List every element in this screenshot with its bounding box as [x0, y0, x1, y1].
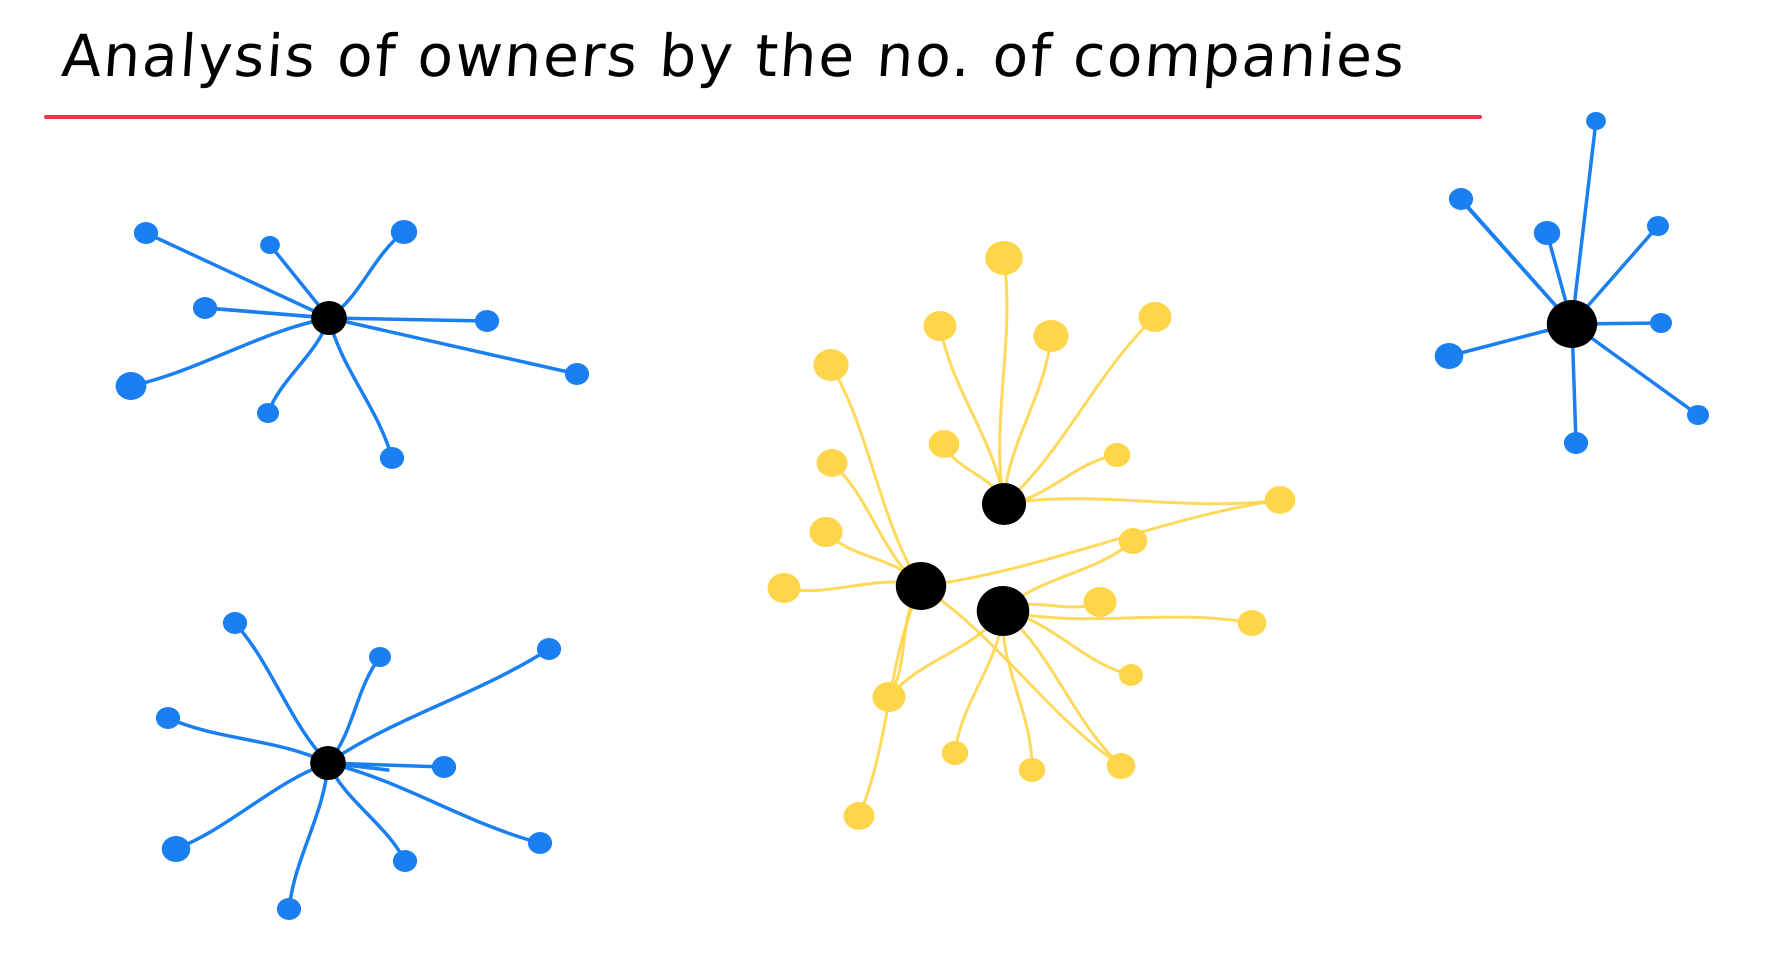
owner-node [1546, 300, 1598, 348]
ownership-link [326, 647, 551, 765]
ownership-link [326, 761, 407, 863]
ownership-link [1002, 315, 1157, 506]
cluster-top-right [1434, 112, 1709, 454]
company-node [1434, 343, 1464, 369]
ownership-link [233, 621, 330, 765]
ownership-link [1001, 609, 1123, 768]
company-node [474, 310, 500, 332]
company-node [985, 241, 1023, 275]
company-node [431, 756, 457, 778]
ownership-link [129, 316, 331, 388]
company-node [392, 850, 418, 872]
ownership-link [1570, 322, 1700, 417]
cluster-top-right-links [1447, 119, 1700, 445]
ownership-link [1458, 197, 1574, 326]
company-node [767, 573, 801, 603]
cluster-center-companies [767, 241, 1296, 830]
company-node [379, 447, 405, 469]
company-node [1448, 188, 1474, 210]
company-node [115, 372, 147, 400]
company-node [1106, 753, 1136, 779]
company-node [1586, 112, 1606, 130]
company-node [133, 222, 159, 244]
company-node [390, 220, 418, 244]
cluster-top-right-owners [1546, 300, 1598, 348]
ownership-link [205, 306, 331, 320]
company-node [1650, 313, 1672, 333]
owner-node [895, 562, 947, 610]
ownership-link [919, 584, 1123, 768]
cluster-top-left-owners [311, 301, 347, 335]
owner-node [981, 483, 1027, 525]
company-node [1533, 221, 1561, 245]
ownership-link [919, 498, 1282, 588]
cluster-top-left [115, 220, 590, 469]
company-node [1018, 758, 1046, 782]
company-node [536, 638, 562, 660]
ownership-link [327, 316, 394, 460]
cluster-center [767, 241, 1296, 830]
clusters-layer [115, 112, 1709, 920]
cluster-bottom-left-links [166, 621, 551, 911]
ownership-link [1570, 119, 1598, 326]
company-node [260, 236, 280, 254]
company-node [161, 836, 191, 862]
owner-node [976, 586, 1030, 636]
cluster-top-right-companies [1434, 112, 1709, 454]
cluster-center-owners [895, 483, 1030, 636]
ownership-link [998, 256, 1009, 506]
company-node [564, 363, 590, 385]
company-node [872, 682, 906, 712]
ownership-link [166, 716, 330, 765]
ownership-link [287, 761, 330, 911]
ownership-link [938, 324, 1006, 506]
ownership-link [174, 761, 330, 851]
company-node [155, 707, 181, 729]
ownership-link [327, 316, 489, 323]
company-node [527, 832, 553, 854]
owner-node [311, 301, 347, 335]
company-node [816, 449, 848, 477]
cluster-center-links [782, 256, 1282, 818]
company-node [1103, 443, 1131, 467]
company-node [923, 311, 957, 341]
company-node [809, 517, 843, 547]
company-node [369, 647, 391, 667]
cluster-bottom-left-companies [155, 612, 562, 920]
company-node [1687, 405, 1709, 425]
company-node [1033, 320, 1069, 352]
cluster-bottom-left-owners [310, 746, 346, 780]
company-node [843, 802, 875, 830]
company-node [1264, 486, 1296, 514]
ownership-link [327, 316, 579, 376]
company-node [941, 741, 969, 765]
company-node [192, 297, 218, 319]
cluster-top-left-companies [115, 220, 590, 469]
ownership-link [1002, 497, 1282, 506]
company-node [813, 349, 849, 381]
ownership-link [144, 231, 331, 320]
ownership-link [1001, 609, 1254, 625]
company-node [1083, 587, 1117, 617]
company-node [1563, 432, 1589, 454]
company-node [1118, 664, 1144, 686]
ownership-link [829, 363, 923, 588]
cluster-top-left-links [129, 230, 579, 460]
company-node [1647, 216, 1669, 236]
company-node [276, 898, 302, 920]
company-node [257, 403, 279, 423]
company-node [222, 612, 248, 634]
owner-node [310, 746, 346, 780]
company-node [1138, 302, 1172, 332]
company-node [1237, 610, 1267, 636]
company-node [1118, 528, 1148, 554]
ownership-link [326, 761, 542, 845]
company-node [928, 430, 960, 458]
cluster-bottom-left [155, 612, 562, 920]
